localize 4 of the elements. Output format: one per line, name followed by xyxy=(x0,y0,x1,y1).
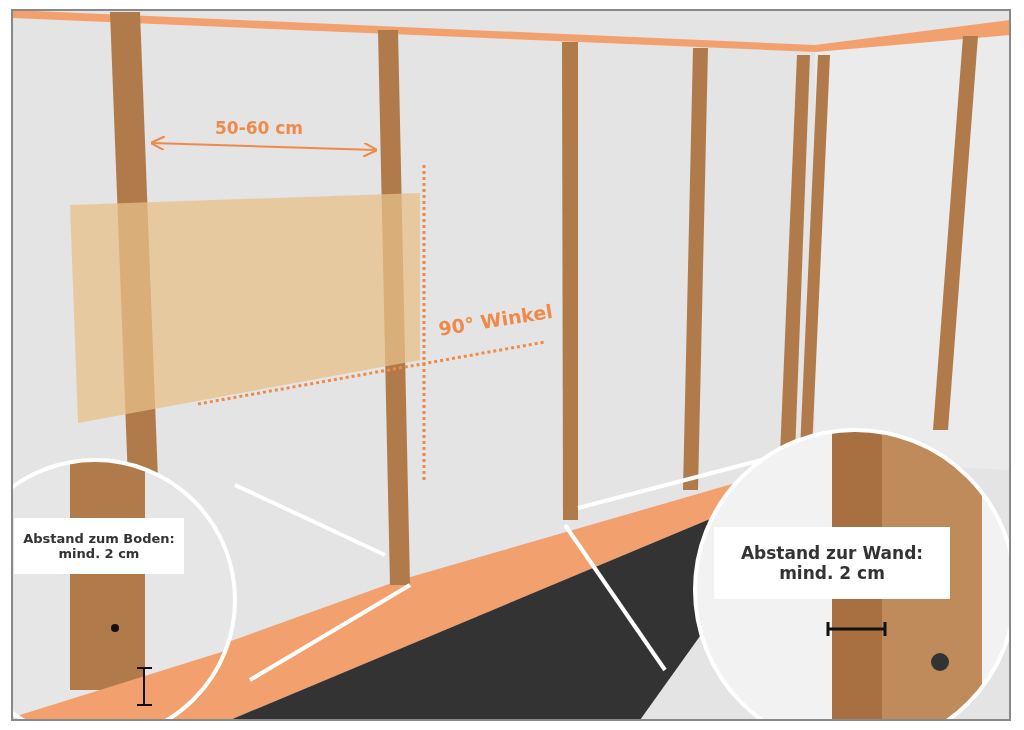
angle-label: 90° Winkel xyxy=(437,300,555,340)
callout-box: Abstand zum Boden: mind. 2 cm xyxy=(14,518,184,574)
dimension-label: 50-60 cm xyxy=(215,118,304,138)
callout-box: Abstand zur Wand: mind. 2 cm xyxy=(714,527,950,599)
